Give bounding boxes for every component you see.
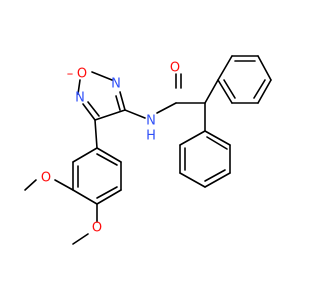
atom-ring-nitrogen-left: N xyxy=(75,91,85,106)
bond-ring-n5-c4-double xyxy=(87,101,100,117)
bond-up-6 xyxy=(217,79,233,104)
atom-ring-nitrogen-top: N xyxy=(111,77,121,92)
atom-ring-dash: – xyxy=(67,67,74,82)
bond-up-6d xyxy=(223,79,236,99)
bond-carbonyl-n xyxy=(156,102,177,114)
bond-lp-1 xyxy=(204,130,231,146)
bond-n-ring xyxy=(124,109,146,119)
bond-aryl-6d xyxy=(96,153,118,166)
bond-up-4d xyxy=(253,79,266,99)
atom-amide-hydrogen: H xyxy=(146,129,156,144)
bond-methoxy2-o-ch3 xyxy=(72,233,89,245)
bond-lp-3d xyxy=(204,169,226,182)
bond-methoxy1-o-ch3 xyxy=(24,179,37,191)
atom-methoxy-oxygen-1: O xyxy=(41,171,51,186)
bond-methoxy1-c-o xyxy=(54,179,74,191)
bond-ring-c4-c3 xyxy=(94,109,126,121)
bond-ring-o1-n5 xyxy=(77,79,81,95)
bond-up-1 xyxy=(217,55,233,81)
bond-lp-3 xyxy=(204,172,231,188)
bond-ch-upper-phenyl xyxy=(204,79,219,104)
bond-up-3 xyxy=(257,55,272,81)
atom-labels: O N H N O – N O O xyxy=(41,61,180,236)
atom-ring-oxygen: O xyxy=(77,67,87,82)
atom-amide-nitrogen: N xyxy=(146,114,156,129)
bond-aryl-3 xyxy=(72,189,98,205)
bond-aryl-1 xyxy=(72,147,98,163)
bond-ring-n2-o1 xyxy=(91,71,113,81)
bond-lp-4 xyxy=(179,172,206,188)
bonds xyxy=(24,55,272,245)
atom-carbonyl-oxygen: O xyxy=(170,61,180,76)
bond-aryl-4 xyxy=(96,189,122,205)
bond-ring-n5-c4 xyxy=(82,103,96,121)
bond-lp-1d xyxy=(206,136,228,150)
bond-up-4 xyxy=(257,79,272,104)
bond-aryl-6 xyxy=(96,147,122,163)
atom-methoxy-oxygen-2: O xyxy=(92,221,102,236)
molecule-structure: O N H N O – N O O xyxy=(24,55,272,245)
bond-ring-c3-n2 xyxy=(119,91,126,111)
bond-aryl-4d xyxy=(96,186,118,199)
bond-ring-c3-n2-double xyxy=(115,95,121,111)
bond-lp-6 xyxy=(179,130,206,146)
bond-c4-aryl xyxy=(94,119,98,149)
